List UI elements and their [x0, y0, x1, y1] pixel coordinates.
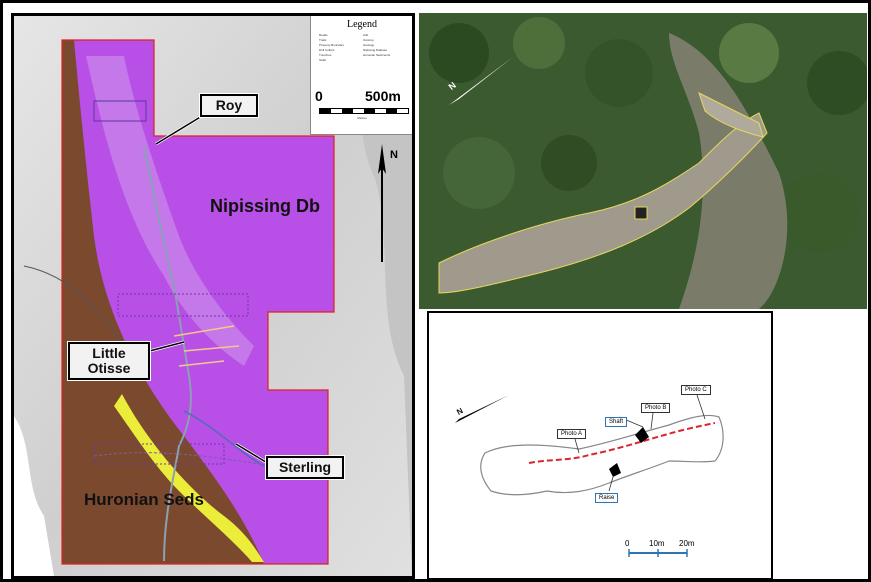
north-arrow-icon [449, 57, 513, 105]
white-area [14, 416, 54, 576]
tree-canopy [429, 23, 489, 83]
raise-label: Raise [595, 493, 619, 503]
outcrop-sketch-graphic [455, 394, 724, 557]
tree-canopy [779, 173, 859, 253]
sterling-leader [235, 443, 270, 465]
hillshade-ridge [344, 16, 412, 576]
drill-grid-roy [93, 100, 147, 122]
legend-entry: Nipissing Diabase [363, 48, 388, 52]
map-legend: Legend Roads Trails Property Boundary Dr… [310, 16, 412, 135]
nipissing-label: Nipissing Db [210, 196, 321, 216]
road-west [23, 265, 125, 347]
aerial-photo-panel: N [419, 13, 867, 309]
tree-canopy [541, 135, 597, 191]
raise-leader [608, 476, 614, 492]
shaft-marker [634, 206, 648, 220]
tree-canopy [719, 23, 779, 83]
yellow-unit [114, 394, 264, 562]
legend-entry: Huronian Sediments [363, 53, 391, 57]
raise-symbol [609, 463, 621, 477]
tree-canopy [513, 17, 565, 69]
tree-canopy [585, 39, 653, 107]
north-arrow-icon [455, 395, 509, 423]
callout-roy: Roy [200, 94, 258, 117]
callout-little-otisse-line1: Little [92, 345, 126, 361]
callout-sterling: Sterling [266, 456, 344, 479]
huronian-label: Huronian Seds [84, 490, 204, 509]
shaft-symbol [635, 427, 649, 443]
scale-unit-label: Metres [357, 116, 367, 120]
sketch-scale-0: 0 [625, 539, 630, 548]
outcrop-outline [480, 414, 724, 496]
legend-entry: Geology [363, 43, 375, 47]
legend-entry: Drill Collars [319, 48, 335, 52]
legend-entry: Roads [319, 33, 328, 37]
outcrop-outline-east [698, 92, 764, 138]
photo-c-label: Photo C [681, 385, 711, 395]
drill-grid-south [93, 443, 225, 465]
shaft-label: Shaft [605, 417, 628, 427]
north-label: N [390, 149, 398, 161]
scale-bar [319, 108, 409, 114]
vein-trace [528, 422, 716, 464]
north-arrow-icon [378, 144, 386, 174]
legend-entry: Adit [363, 33, 369, 37]
outcrop-outline [438, 112, 768, 294]
main-road [143, 145, 192, 562]
callout-little-otisse-line2: Otisse [87, 360, 131, 376]
legend-entry: Outcrop [363, 38, 374, 42]
sketch-scale-10: 10m [649, 539, 665, 548]
legend-entry: Property Boundary [319, 43, 345, 47]
legend-entry: Shaft [319, 58, 327, 62]
outcrop-sketch-panel: N Photo A Photo B Photo C Shaft Raise 0 … [427, 311, 773, 580]
roy-leader [155, 115, 203, 145]
scale-start-label: 0 [315, 88, 323, 104]
scale-end-label: 500m [365, 88, 401, 104]
trenches-little-otisse [173, 325, 240, 367]
legend-entry: Trenches [319, 53, 332, 57]
photo-b-label: Photo B [641, 403, 671, 413]
outcrop-area [439, 113, 767, 293]
photo-b-leader [650, 412, 654, 430]
legend-entry: Trails [319, 38, 327, 42]
geology-map-panel: Legend Roads Trails Property Boundary Dr… [11, 13, 415, 579]
aerial-photo-graphic [419, 13, 867, 309]
photo-c-leader [696, 394, 706, 420]
drill-grid-middle [117, 293, 249, 317]
photo-a-leader [574, 438, 580, 454]
sketch-scale-20: 20m [679, 539, 695, 548]
diabase-phase-band [86, 56, 254, 366]
callout-little-otisse: Little Otisse [68, 342, 150, 380]
tree-canopy [443, 137, 515, 209]
tree-canopy [807, 51, 867, 115]
trail-sterling [183, 410, 265, 467]
legend-title: Legend [347, 19, 377, 30]
trail-south [93, 452, 275, 467]
property-boundary [61, 39, 335, 565]
photo-a-label: Photo A [557, 429, 587, 439]
